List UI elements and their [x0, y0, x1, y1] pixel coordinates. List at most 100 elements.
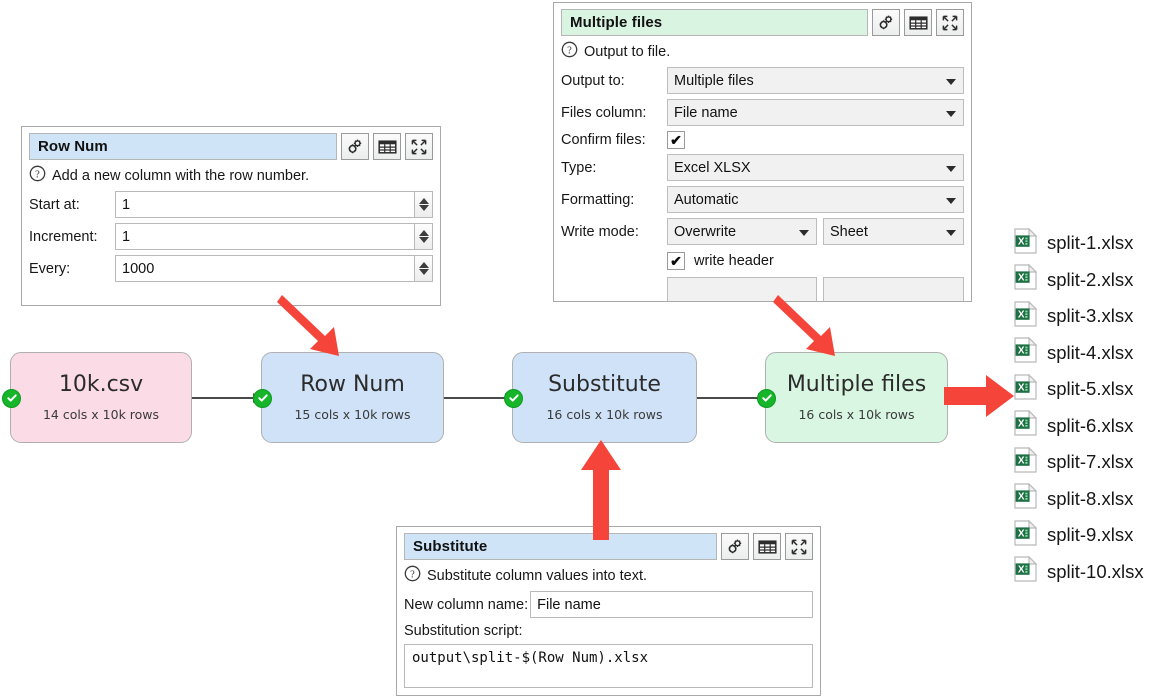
svg-text:?: ?	[567, 45, 572, 56]
substitute-help: ? Substitute column values into text.	[404, 565, 813, 586]
expand-icon[interactable]	[785, 533, 813, 560]
start-at-stepper[interactable]	[415, 191, 433, 218]
file-name: split-6.xlsx	[1047, 414, 1134, 436]
type-select[interactable]: Excel XLSX	[667, 154, 964, 181]
substitution-script-row: Substitution script:	[404, 623, 813, 639]
chevron-down-icon	[946, 165, 956, 172]
write-mode-select[interactable]: Overwrite	[667, 218, 817, 245]
list-item[interactable]: X split-7.xlsx	[1014, 444, 1144, 481]
row-num-title-input[interactable]: Row Num	[29, 133, 337, 160]
substitution-script-input[interactable]: output\split-$(Row Num).xlsx	[404, 644, 813, 688]
excel-file-icon: X	[1014, 409, 1038, 441]
flow-node-substitute[interactable]: Substitute 16 cols x 10k rows	[504, 352, 697, 443]
every-input[interactable]: 1000	[115, 255, 415, 282]
excel-file-icon: X	[1014, 555, 1038, 587]
output-to-value: Multiple files	[674, 72, 754, 89]
multiple-files-help-text: Output to file.	[584, 43, 671, 60]
list-item[interactable]: X split-5.xlsx	[1014, 371, 1144, 408]
formatting-row: Formatting: Automatic	[561, 186, 964, 213]
type-row: Type: Excel XLSX	[561, 154, 964, 181]
row-num-help: ? Add a new column with the row number.	[29, 165, 433, 186]
svg-text:X: X	[1018, 492, 1025, 503]
svg-text:X: X	[1018, 419, 1025, 430]
gears-icon[interactable]	[341, 133, 369, 160]
substitute-title-input[interactable]: Substitute	[404, 533, 717, 560]
list-item[interactable]: X split-3.xlsx	[1014, 298, 1144, 335]
red-arrow-to-multiple-files	[768, 288, 853, 360]
multiple-files-title-input[interactable]: Multiple files	[561, 9, 868, 36]
flow-node-subtitle: 14 cols x 10k rows	[42, 407, 160, 423]
panel-row-num[interactable]: Row Num	[21, 126, 441, 306]
list-item[interactable]: X split-9.xlsx	[1014, 517, 1144, 554]
chevron-down-icon	[946, 78, 956, 85]
write-mode-label: Write mode:	[561, 223, 639, 240]
file-name: split-8.xlsx	[1047, 487, 1134, 509]
svg-text:X: X	[1018, 455, 1025, 466]
files-column-select[interactable]: File name	[667, 99, 964, 126]
every-stepper[interactable]	[415, 255, 433, 282]
excel-file-icon: X	[1014, 482, 1038, 514]
flow-node-10k-csv[interactable]: 10k.csv 14 cols x 10k rows	[2, 352, 192, 443]
row-num-titlebar: Row Num	[29, 133, 433, 160]
list-item[interactable]: X split-10.xlsx	[1014, 554, 1144, 591]
list-item[interactable]: X split-8.xlsx	[1014, 481, 1144, 518]
chevron-down-icon	[799, 229, 809, 236]
check-circle-icon	[504, 388, 523, 408]
expand-icon[interactable]	[405, 133, 433, 160]
increment-input[interactable]: 1	[115, 223, 415, 250]
list-item[interactable]: X split-4.xlsx	[1014, 335, 1144, 372]
excel-file-icon: X	[1014, 519, 1038, 551]
expand-icon[interactable]	[936, 9, 964, 36]
excel-file-icon: X	[1014, 300, 1038, 332]
list-item[interactable]: X split-1.xlsx	[1014, 225, 1144, 262]
row-num-help-text: Add a new column with the row number.	[52, 167, 310, 184]
check-circle-icon	[2, 388, 21, 408]
partial-field-right[interactable]	[823, 277, 964, 301]
write-target-select[interactable]: Sheet	[823, 218, 964, 245]
confirm-files-checkbox[interactable]: ✔	[667, 131, 685, 149]
type-value: Excel XLSX	[674, 159, 751, 176]
file-name: split-5.xlsx	[1047, 378, 1134, 400]
file-name: split-10.xlsx	[1047, 560, 1144, 582]
confirm-files-row: Confirm files: ✔	[561, 131, 964, 149]
chevron-down-icon	[946, 197, 956, 204]
row-num-start-row: Start at: 1	[29, 191, 433, 218]
flow-node-row-num[interactable]: Row Num 15 cols x 10k rows	[253, 352, 444, 443]
multiple-files-help: ? Output to file.	[561, 41, 964, 62]
file-name: split-4.xlsx	[1047, 341, 1134, 363]
svg-text:X: X	[1018, 528, 1025, 539]
write-target-value: Sheet	[830, 223, 868, 240]
flow-node-subtitle: 15 cols x 10k rows	[294, 407, 411, 423]
excel-file-icon: X	[1014, 446, 1038, 478]
svg-text:X: X	[1018, 309, 1025, 320]
flow-node-subtitle: 16 cols x 10k rows	[798, 407, 915, 423]
files-column-value: File name	[674, 104, 738, 121]
check-circle-icon	[757, 388, 776, 408]
files-column-label: Files column:	[561, 104, 647, 121]
list-item[interactable]: X split-2.xlsx	[1014, 262, 1144, 299]
list-item[interactable]: X split-6.xlsx	[1014, 408, 1144, 445]
panel-multiple-files[interactable]: Multiple files	[553, 2, 972, 302]
write-header-checkbox[interactable]: ✔	[667, 252, 685, 270]
flow-node-multiple-files[interactable]: Multiple files 16 cols x 10k rows	[757, 352, 948, 443]
svg-text:X: X	[1018, 382, 1025, 393]
increment-stepper[interactable]	[415, 223, 433, 250]
new-column-input[interactable]: File name	[530, 591, 813, 618]
gears-icon[interactable]	[721, 533, 749, 560]
start-at-label: Start at:	[29, 196, 80, 213]
start-at-input[interactable]: 1	[115, 191, 415, 218]
table-icon[interactable]	[373, 133, 401, 160]
output-to-select[interactable]: Multiple files	[667, 67, 964, 94]
file-name: split-9.xlsx	[1047, 524, 1134, 546]
gears-icon[interactable]	[872, 9, 900, 36]
file-name: split-1.xlsx	[1047, 232, 1134, 254]
panel-substitute[interactable]: Substitute	[396, 526, 821, 696]
partial-field-left[interactable]	[667, 277, 817, 301]
formatting-select[interactable]: Automatic	[667, 186, 964, 213]
output-to-row: Output to: Multiple files	[561, 67, 964, 94]
formatting-value: Automatic	[674, 191, 739, 208]
write-mode-value: Overwrite	[674, 223, 737, 240]
chevron-down-icon	[946, 110, 956, 117]
table-icon[interactable]	[753, 533, 781, 560]
table-icon[interactable]	[904, 9, 932, 36]
